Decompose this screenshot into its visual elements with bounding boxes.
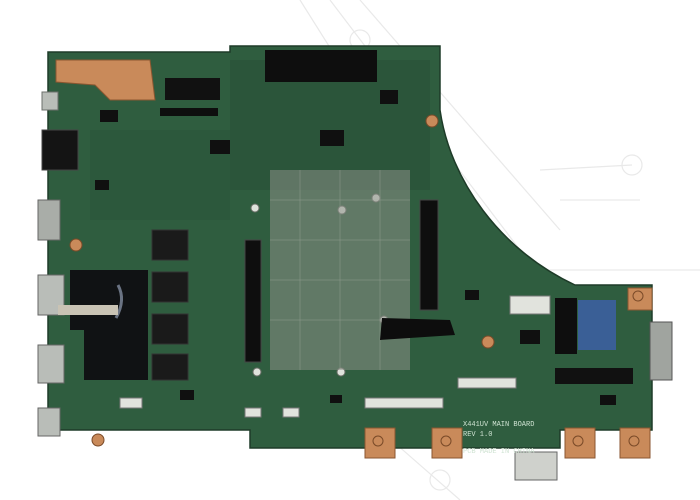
small-connector xyxy=(282,407,300,418)
silkscreen-rev: REV 1.0 xyxy=(463,431,492,439)
copper-mounting-pad xyxy=(564,427,596,459)
side-ports xyxy=(37,91,673,437)
black-insulation-tape xyxy=(70,270,148,380)
power-jack xyxy=(41,129,79,171)
copper-mounting-pad xyxy=(55,59,156,101)
smd-components xyxy=(95,90,616,405)
black-connector xyxy=(165,78,220,100)
board-shade-zone xyxy=(90,130,230,220)
fpc-connector xyxy=(364,397,444,409)
tape-strip xyxy=(58,305,118,315)
hdmi-port xyxy=(37,199,61,241)
silkscreen-model: X441UV MAIN BOARD xyxy=(463,421,534,429)
memory-chips xyxy=(151,229,189,381)
small-connector xyxy=(244,407,262,418)
battery-connector xyxy=(514,451,558,481)
usb-port xyxy=(37,344,65,384)
blue-tape xyxy=(578,300,616,350)
ribbon-connector xyxy=(160,108,218,116)
copper-mounting-pad xyxy=(364,427,396,459)
fpc-connector xyxy=(457,377,517,389)
mounting-holes xyxy=(69,114,644,447)
black-tape-strip xyxy=(380,318,455,340)
vertical-ribbon-connector xyxy=(244,239,262,363)
lan-port xyxy=(649,321,673,381)
tape-reflection xyxy=(114,284,123,319)
sata-connector xyxy=(509,295,551,315)
vertical-ribbon-connector xyxy=(419,199,439,311)
audio-jack xyxy=(41,91,59,111)
usb-port xyxy=(37,407,61,437)
silkscreen-text: X441UV MAIN BOARD REV 1.0 PCB MADE IN CH… xyxy=(463,421,535,456)
black-connector xyxy=(265,50,377,82)
small-connector xyxy=(119,397,143,409)
silkscreen-origin: PCB MADE IN CHINA xyxy=(463,448,535,456)
ssd-slot xyxy=(555,368,633,384)
ribbon-connector xyxy=(555,298,577,354)
